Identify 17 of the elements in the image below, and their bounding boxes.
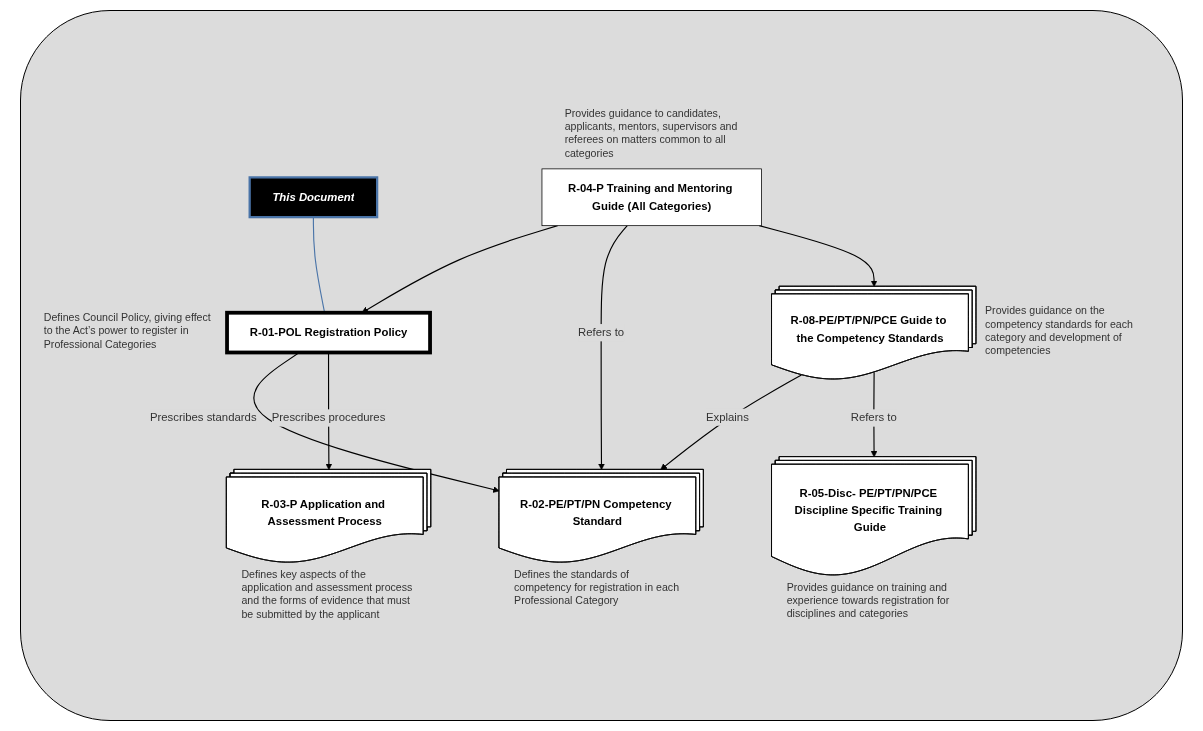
edge-label: Explains — [705, 409, 749, 423]
node-caption: Defines the standards of competency for registration in each Professional Category — [514, 568, 680, 607]
arrow — [758, 225, 878, 287]
edge-label: Prescribes procedures — [271, 410, 386, 424]
node-caption: Defines key aspects of the application and assessment process and the forms of evidence that must be submitted by the applicant — [241, 568, 413, 621]
node-caption: Provides guidance on the competency standards for each category and development of competencies — [985, 304, 1133, 357]
edge-label: Refers to — [578, 325, 625, 339]
node-caption: Provides guidance on training and experience towards registration for disciplines and categories — [786, 580, 950, 620]
node-box: This Document — [248, 176, 379, 219]
arrow — [598, 225, 628, 471]
edge-label: Refers to — [850, 410, 897, 424]
edge-label: Prescribes standards — [149, 410, 257, 424]
node-box: R-04-P Training and Mentoring Guide (All Categories) — [541, 168, 762, 227]
node-caption: Provides guidance to candidates, applicants, mentors, supervisors and referees on matters common to all categories — [564, 106, 738, 159]
arrow — [660, 374, 802, 471]
node-caption: Defines Council Policy, giving effect to the Act’s power to register in Professional Categories — [43, 311, 211, 350]
node-box: R-01-POL Registration Policy — [225, 310, 432, 355]
